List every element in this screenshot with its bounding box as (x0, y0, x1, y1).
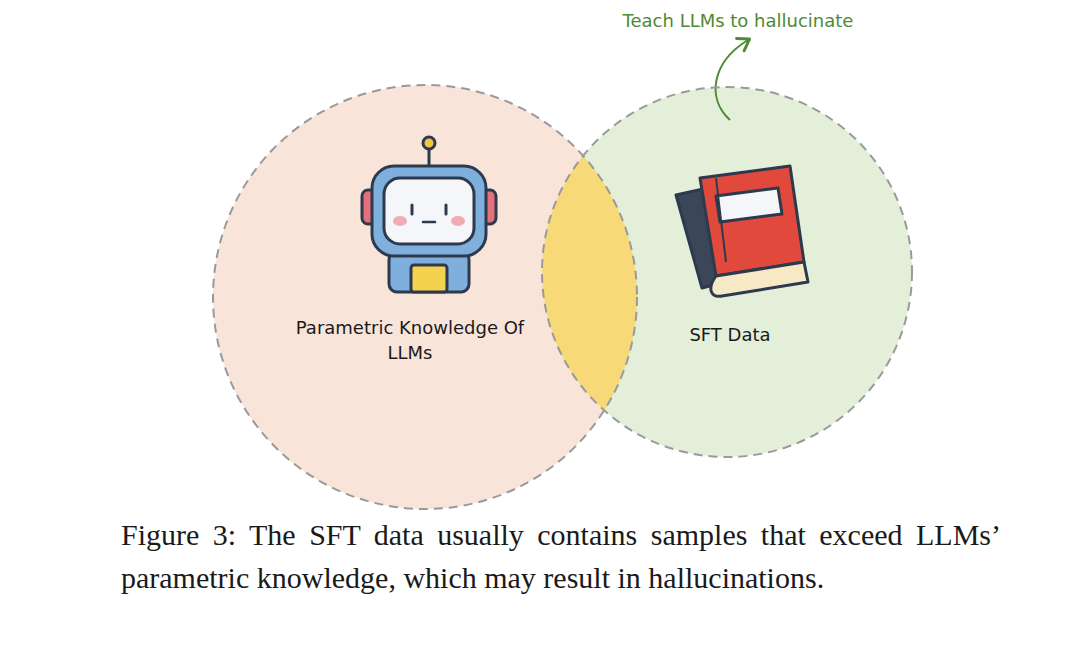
dashed-outline (213, 85, 637, 509)
circle-outline (212, 84, 638, 510)
venn-circle: Parametric Knowledge Of LLMs (213, 85, 637, 509)
figure-caption: Figure 3: The SFT data usually contains … (121, 513, 1001, 599)
circle-label: SFT Data (630, 322, 830, 347)
robot-icon (362, 137, 496, 292)
circle-outline (541, 86, 913, 458)
sft-region (542, 87, 912, 457)
overlap-region (542, 87, 912, 457)
venn-circle: SFT Data (542, 87, 912, 457)
circle-label: Parametric Knowledge Of LLMs (285, 315, 535, 365)
book-icon (676, 166, 808, 296)
dashed-outline (542, 87, 912, 457)
annotation-note: Teach LLMs to hallucinate (623, 10, 854, 31)
annotation-arrow (716, 40, 748, 120)
